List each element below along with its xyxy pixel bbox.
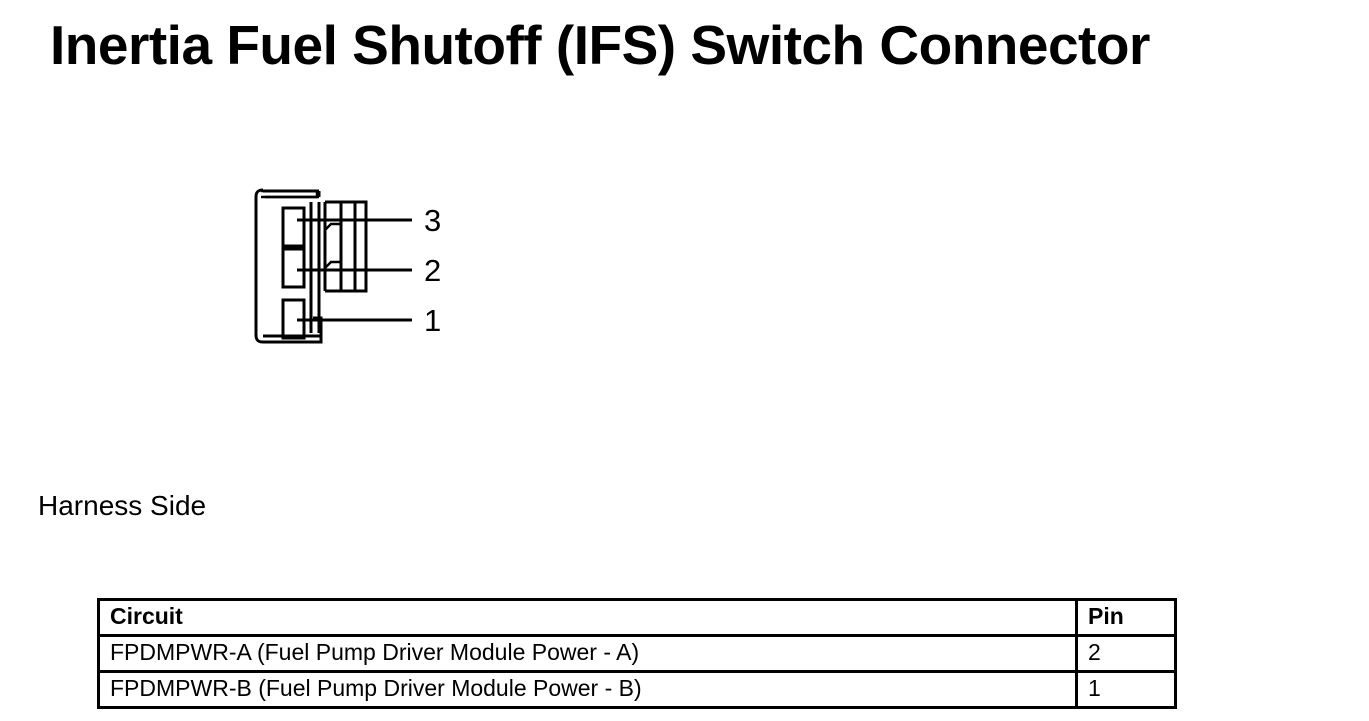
pin-callout-label-2: 2	[424, 253, 441, 288]
keyway-detent-upper	[324, 222, 341, 231]
terminal-cavity-pin2	[281, 247, 306, 289]
column-header-pin: Pin	[1075, 598, 1177, 637]
connector-shell-body	[254, 188, 323, 344]
keyway-detent-lower	[324, 260, 341, 269]
table-header-row: Circuit Pin	[97, 598, 1177, 637]
cell-pin: 1	[1075, 670, 1177, 709]
pin-callout-label-3: 3	[424, 203, 441, 238]
terminal-cavity-pin3	[281, 206, 306, 248]
pin-table-container: Circuit Pin FPDMPWR-A (Fuel Pump Driver …	[97, 598, 1177, 709]
cell-pin: 2	[1075, 634, 1177, 673]
table-row: FPDMPWR-A (Fuel Pump Driver Module Power…	[97, 634, 1177, 673]
connector-keyway-frame	[325, 200, 368, 293]
harness-side-caption: Harness Side	[38, 490, 207, 521]
connector-bottom-notch	[313, 316, 323, 342]
connector-diagram: 3 2 1	[245, 178, 445, 358]
cell-circuit: FPDMPWR-B (Fuel Pump Driver Module Power…	[97, 670, 1078, 709]
table-row: FPDMPWR-B (Fuel Pump Driver Module Power…	[97, 670, 1177, 709]
connector-diagram-svg: 3 2 1	[254, 188, 441, 344]
column-header-circuit: Circuit	[97, 598, 1078, 637]
cell-circuit: FPDMPWR-A (Fuel Pump Driver Module Power…	[97, 634, 1078, 673]
pin-callout-label-1: 1	[424, 303, 441, 338]
pin-table: Circuit Pin FPDMPWR-A (Fuel Pump Driver …	[97, 598, 1177, 709]
page-title: Inertia Fuel Shutoff (IFS) Switch Connec…	[50, 14, 1150, 76]
